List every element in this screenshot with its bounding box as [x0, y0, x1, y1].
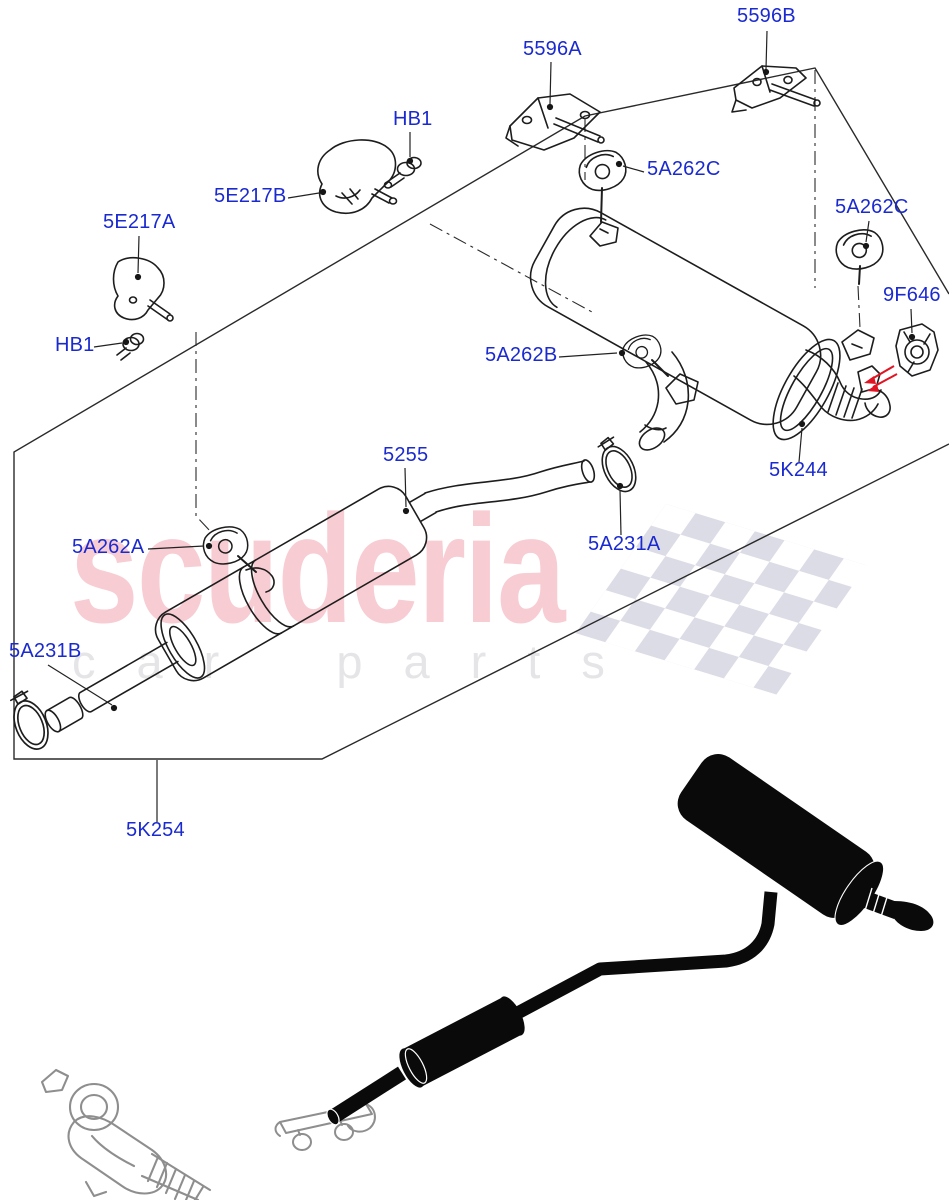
- bolt-hb1-left-drawing: [116, 332, 145, 361]
- centre-silencer-drawing: [44, 459, 596, 733]
- hanger-bar-drawing: [274, 1103, 376, 1151]
- bracket-5e217a-drawing: [112, 256, 174, 322]
- assembled-exhaust-silhouette: [326, 751, 934, 1126]
- watermark-brand-text: scuderia: [70, 483, 566, 655]
- leader-dots: [110, 68, 916, 712]
- leader-lines: [47, 30, 913, 822]
- hanger-pins: [237, 187, 861, 573]
- projection-lines: [195, 70, 861, 534]
- bolt-hb1-upper-drawing: [383, 156, 422, 189]
- clamp-5a231a-drawing: [590, 432, 644, 498]
- valve-9f646-drawing: [895, 323, 939, 377]
- rear-muffler-drawing: [529, 207, 891, 451]
- exploded-view-border: [13, 67, 949, 760]
- bracket-5e217b-drawing: [317, 139, 397, 214]
- bracket-5596b-drawing: [731, 65, 821, 113]
- valve-pointer-arrows: [864, 365, 898, 392]
- bracket-5596a-drawing: [505, 93, 605, 151]
- screw-5e217b-drawing: [371, 188, 398, 205]
- catalytic-converter-drawing: [40, 1068, 212, 1200]
